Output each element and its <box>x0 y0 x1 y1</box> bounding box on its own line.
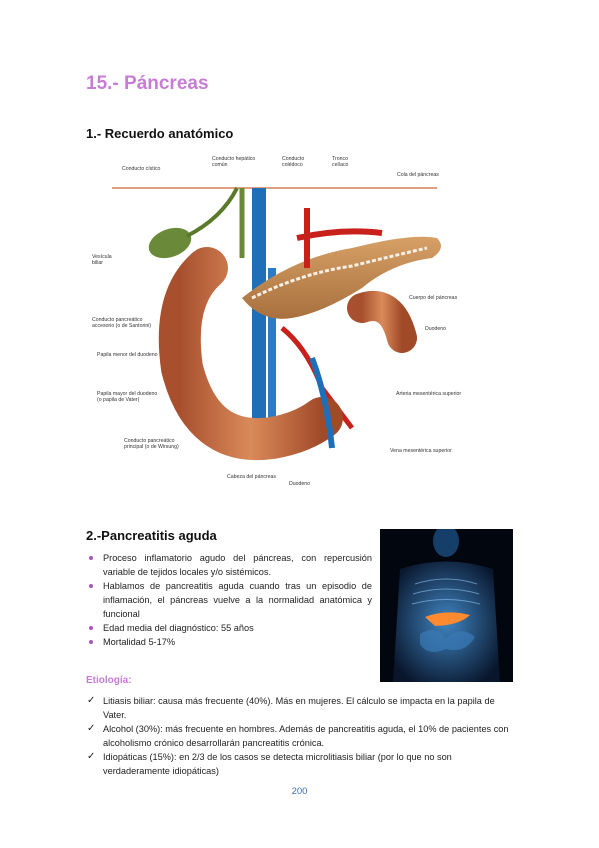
etiologia-list: ✓Litiasis biliar: causa más frecuente (4… <box>86 694 516 778</box>
label-duodeno-right: Duodeno <box>425 326 447 332</box>
bullet-dot-icon <box>89 584 93 588</box>
label-coledoco: Conducto colédoco <box>282 156 305 168</box>
label-cola-pancreas: Cola del páncreas <box>397 172 439 178</box>
list-item: Mortalidad 5-17% <box>86 635 372 649</box>
label-tronco-celiaco: Tronco celíaco <box>332 156 349 168</box>
page-number: 200 <box>291 786 308 797</box>
label-wirsung: Conducto pancreático principal (o de Wir… <box>124 438 179 450</box>
label-vesicula: Vesícula biliar <box>92 254 112 266</box>
bullet-dot-icon <box>89 640 93 644</box>
body-illustration <box>380 529 513 682</box>
list-item: ✓Litiasis biliar: causa más frecuente (4… <box>87 695 495 720</box>
section-heading-anatomy: 1.- Recuerdo anatómico <box>86 126 234 141</box>
label-mesenterica-arteria: Arteria mesentérica superior <box>396 391 462 397</box>
bullet-dot-icon <box>89 556 93 560</box>
body-pancreas-figure <box>380 529 513 682</box>
etiologia-heading: Etiología: <box>86 675 132 686</box>
checkmark-icon: ✓ <box>87 695 96 706</box>
list-item: Proceso inflamatorio agudo del páncreas,… <box>86 551 372 579</box>
list-item: ✓Alcohol (30%): más frecuente en hombres… <box>87 723 509 748</box>
label-santorini: Conducto pancreático accesorio (o de San… <box>92 317 152 329</box>
bullet-dot-icon <box>89 626 93 630</box>
pancreas-anatomy-figure: Conducto cístico Conducto hepático común… <box>92 148 482 493</box>
label-papila-mayor: Papila mayor del duodeno (o papila de Va… <box>97 391 158 403</box>
section-heading-pancreatitis: 2.-Pancreatitis aguda <box>86 528 217 543</box>
label-cabeza-pancreas: Cabeza del páncreas <box>227 474 277 480</box>
checkmark-icon: ✓ <box>87 723 96 734</box>
label-vena-mesenterica: Vena mesentérica superior <box>390 448 452 454</box>
pancreas-anatomy-illustration <box>112 187 441 461</box>
page-title: 15.- Páncreas <box>86 73 209 94</box>
list-item: ✓Idiopáticas (15%): en 2/3 de los casos … <box>87 751 452 776</box>
list-item: Hablamos de pancreatitis aguda cuando tr… <box>86 579 372 621</box>
list-item: Edad media del diagnóstico: 55 años <box>86 621 372 635</box>
pancreatitis-bullet-list: Proceso inflamatorio agudo del páncreas,… <box>86 551 372 649</box>
label-cuerpo-pancreas: Cuerpo del páncreas <box>409 295 458 301</box>
label-duodeno-bottom: Duodeno <box>289 481 311 487</box>
label-conducto-hepatico: Conducto hepático común <box>212 156 256 168</box>
checkmark-icon: ✓ <box>87 751 96 762</box>
label-conducto-cistico: Conducto cístico <box>122 166 161 172</box>
label-papila-menor: Papila menor del duodeno <box>97 352 158 358</box>
